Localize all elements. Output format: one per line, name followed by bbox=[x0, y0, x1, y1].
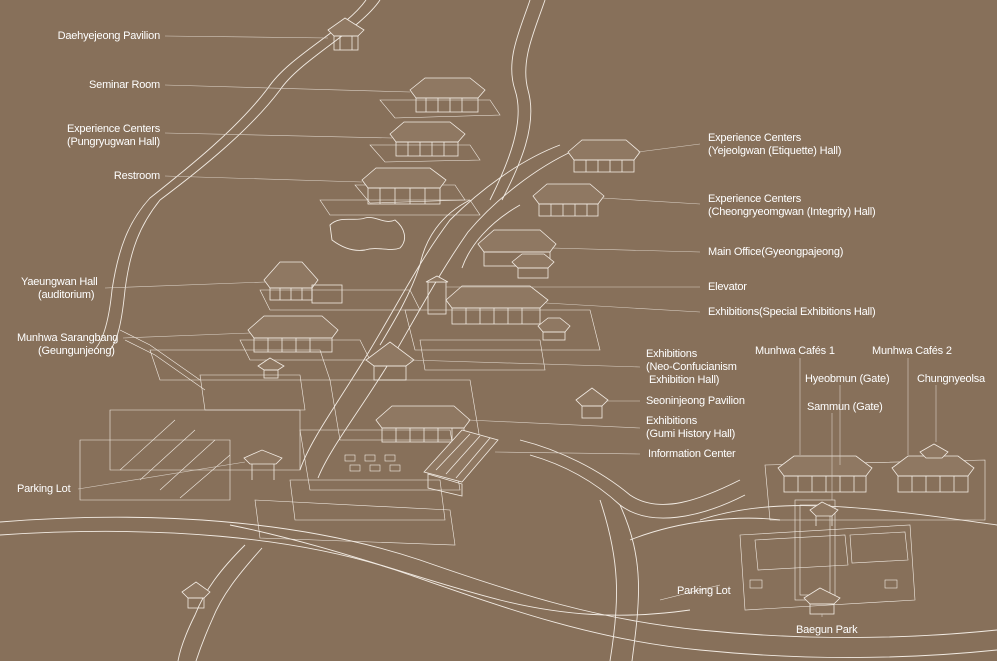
label-special-exhibitions: Exhibitions(Special Exhibitions Hall) bbox=[708, 306, 876, 318]
information-center-building bbox=[423, 429, 499, 497]
baegun-gate bbox=[803, 587, 841, 615]
leader-lines bbox=[77, 35, 937, 617]
parking-grid bbox=[119, 419, 898, 601]
label-chungnyeolsa: Chungnyeolsa bbox=[917, 373, 985, 385]
label-experience-centers-pungryugwan: Experience Centers(Pungryugwan Hall) bbox=[66, 123, 160, 148]
chungnyeolsa-building bbox=[919, 443, 949, 459]
label-munhwa-sarangbang: Munhwa Sarangbang(Geungunjeong) bbox=[17, 332, 119, 357]
label-experience-centers-yejeolgwan: Experience Centers(Yejeolgwan (Etiquette… bbox=[708, 132, 842, 157]
label-main-office: Main Office(Gyeongpajeong) bbox=[708, 246, 844, 258]
sarangbang-building bbox=[247, 315, 339, 353]
label-parking-lot-left: Parking Lot bbox=[17, 483, 71, 495]
munhwa-cafe-2-building bbox=[891, 455, 975, 493]
sammun-gate bbox=[809, 501, 839, 526]
label-elevator: Elevator bbox=[708, 281, 747, 293]
daehyejeong-building bbox=[327, 17, 365, 51]
terraces bbox=[79, 99, 986, 611]
pungryugwan-building bbox=[389, 121, 466, 157]
seoninjeong-building bbox=[575, 387, 609, 419]
label-sammun-gate: Sammun (Gate) bbox=[807, 401, 883, 413]
label-hyeobmun-gate: Hyeobmun (Gate) bbox=[805, 373, 890, 385]
main-office-building bbox=[477, 229, 557, 279]
special-exhibitions-building bbox=[445, 285, 571, 341]
neo-confucianism-building bbox=[365, 341, 415, 381]
label-parking-lot-right: Parking Lot bbox=[677, 585, 731, 597]
yaeungwan-building bbox=[263, 261, 343, 304]
bottom-pavilion bbox=[181, 581, 211, 609]
label-experience-centers-cheongryeomgwan: Experience Centers(Cheongryeomgwan (Inte… bbox=[708, 193, 876, 218]
label-munhwa-cafes-2: Munhwa Cafés 2 bbox=[872, 345, 952, 357]
restroom-building bbox=[361, 167, 447, 205]
label-restroom: Restroom bbox=[113, 170, 160, 182]
label-information-center: Information Center bbox=[648, 448, 736, 460]
small-pavilion-1 bbox=[257, 357, 285, 379]
label-yaeungwan-hall: Yaeungwan Hall(auditorium) bbox=[21, 276, 98, 301]
yejeolgwan-building bbox=[567, 139, 641, 173]
seminar-room-building bbox=[409, 77, 486, 113]
label-daehyejeong-pavilion: Daehyejeong Pavilion bbox=[57, 30, 161, 42]
label-seminar-room: Seminar Room bbox=[89, 79, 160, 91]
label-munhwa-cafes-1: Munhwa Cafés 1 bbox=[755, 345, 835, 357]
label-baegun-park: Baegun Park bbox=[796, 624, 858, 636]
munhwa-cafe-1-building bbox=[777, 455, 873, 493]
elevator-building bbox=[425, 275, 449, 315]
rock-garden bbox=[329, 216, 406, 251]
left-gate bbox=[243, 449, 283, 480]
label-seoninjeong-pavilion: Seoninjeong Pavilion bbox=[646, 395, 745, 407]
label-gumi-history-hall: Exhibitions(Gumi History Hall) bbox=[646, 415, 736, 440]
cheongryeomgwan-building bbox=[532, 183, 605, 217]
buildings bbox=[181, 17, 975, 615]
